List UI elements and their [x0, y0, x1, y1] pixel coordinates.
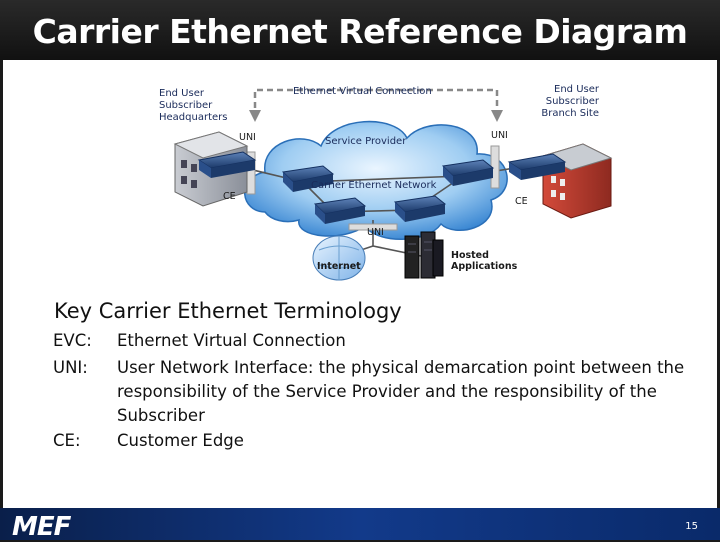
hq-label-line: Subscriber [159, 100, 213, 111]
term-key: UNI: [53, 358, 88, 377]
term-row-ce: CE: Customer Edge [53, 429, 713, 453]
evc-connector [249, 88, 503, 122]
slide-footer: MEF 15 [0, 508, 720, 542]
slide-title: Carrier Ethernet Reference Diagram [0, 0, 720, 60]
term-definition: Ethernet Virtual Connection [117, 329, 697, 353]
uni-label-bottom: UNI [367, 227, 384, 238]
term-key: EVC: [53, 331, 92, 350]
switch-icon-right [441, 159, 495, 186]
switch-icon-bottom-left [313, 197, 367, 224]
internet-globe-icon [312, 235, 366, 281]
term-detail: : the physical demarcation point between… [117, 358, 685, 425]
ce-switch-icon-right [507, 153, 567, 180]
switch-icon-bottom-right [393, 195, 447, 222]
uni-label-right: UNI [491, 130, 508, 141]
term-name: Customer Edge [117, 431, 244, 450]
branch-label-line: Branch Site [541, 108, 599, 119]
page-number: 15 [685, 521, 698, 532]
hosted-servers-icon [404, 231, 444, 279]
ce-label-right: CE [515, 196, 528, 207]
term-name: User Network Interface [117, 358, 308, 377]
ce-switch-icon-left [197, 151, 257, 178]
slide-content: Ethernet Virtual Connection End User Sub… [3, 60, 717, 508]
hq-label-line: End User [159, 88, 204, 99]
term-definition: Customer Edge [117, 429, 697, 453]
uni-marker-bottom [348, 223, 398, 231]
terminology-heading: Key Carrier Ethernet Terminology [54, 299, 402, 323]
mef-logo: MEF [12, 512, 71, 542]
hosted-applications-label: Hosted Applications [451, 250, 517, 272]
hq-label: End User Subscriber Headquarters [159, 88, 227, 124]
network-label: Carrier Ethernet Network [311, 180, 437, 191]
term-definition: User Network Interface: the physical dem… [117, 356, 697, 428]
switch-icon-left [281, 165, 335, 192]
service-provider-label: Service Provider [325, 136, 407, 147]
carrier-ethernet-diagram: Ethernet Virtual Connection End User Sub… [3, 60, 717, 300]
hosted-label-line: Hosted [451, 250, 489, 261]
evc-label: Ethernet Virtual Connection [293, 86, 432, 97]
term-name: Ethernet Virtual Connection [117, 331, 346, 350]
hosted-label-line: Applications [451, 261, 518, 272]
branch-label-line: Subscriber [545, 96, 599, 107]
diagram-graphics [173, 88, 613, 281]
hq-label-line: Headquarters [159, 112, 228, 123]
term-key: CE: [53, 431, 81, 450]
branch-label-line: End User [554, 84, 599, 95]
uni-label-left: UNI [239, 132, 256, 143]
ce-label-left: CE [223, 191, 236, 202]
term-row-evc: EVC: Ethernet Virtual Connection [53, 329, 713, 353]
branch-label: End User Subscriber Branch Site [523, 84, 599, 120]
internet-label: Internet [317, 261, 361, 272]
term-row-uni: UNI: User Network Interface: the physica… [53, 356, 713, 428]
